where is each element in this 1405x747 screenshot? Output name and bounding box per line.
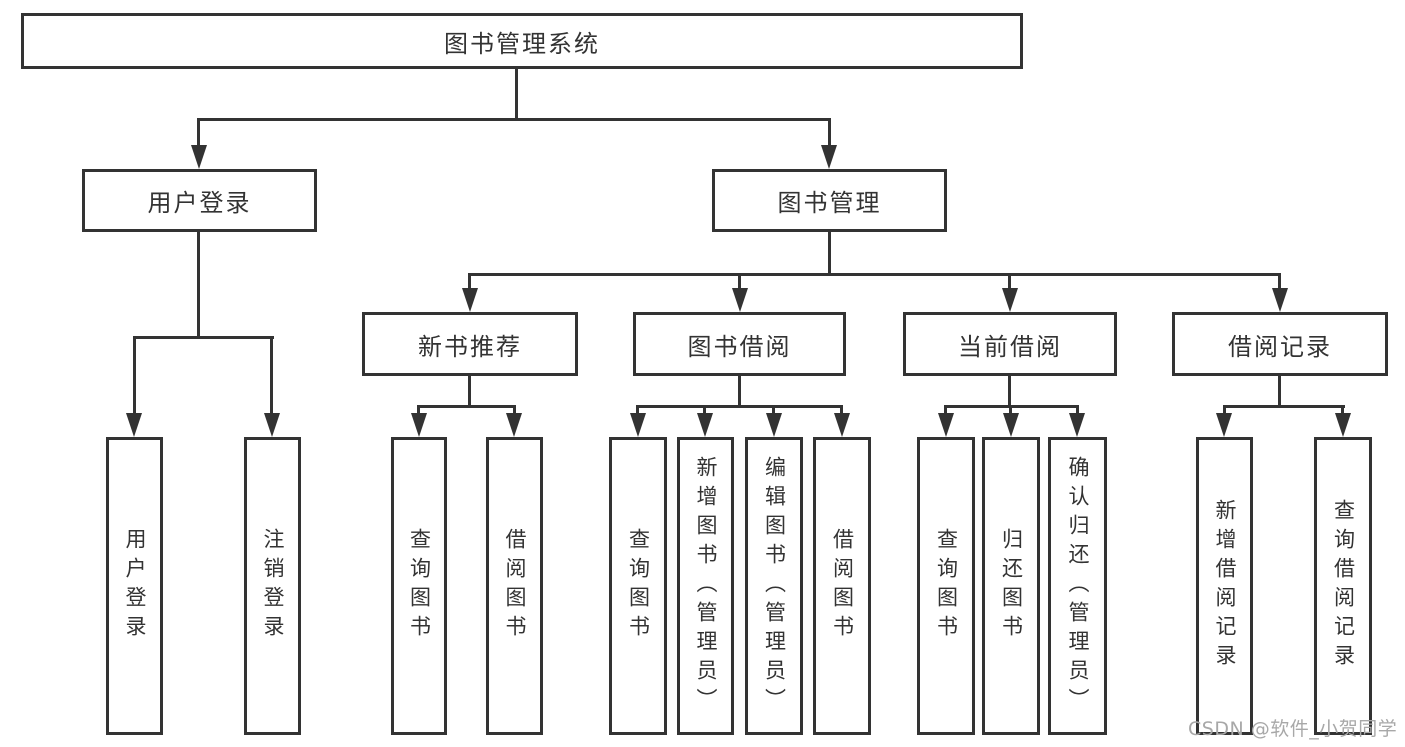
arrow-down-icon [506, 413, 522, 437]
node-label: 新增借阅记录 [1213, 499, 1237, 673]
connector-to-leaf-user-login [133, 336, 136, 416]
leaf-query-books-recommend: 查询图书 [391, 437, 447, 735]
arrow-down-icon [938, 413, 954, 437]
connector-to-new-book [468, 273, 471, 290]
node-book-management: 图书管理 [712, 169, 947, 232]
connector-leaf [1009, 405, 1012, 416]
node-current-borrow: 当前借阅 [903, 312, 1117, 376]
node-label: 查询图书 [407, 528, 432, 644]
connector-book-management-split [468, 273, 1281, 276]
connector-root-stem [515, 69, 518, 118]
arrow-down-icon [1272, 288, 1288, 312]
node-library-management-system: 图书管理系统 [21, 13, 1023, 69]
arrow-down-icon [126, 413, 142, 437]
connector-leaf [772, 405, 775, 416]
connector-to-book-borrow [738, 273, 741, 290]
leaf-confirm-return-admin: 确认归还（管理员） [1048, 437, 1107, 735]
node-label: 新书推荐 [418, 332, 522, 361]
node-label: 编辑图书（管理员） [762, 455, 787, 717]
connector-root-split [197, 118, 831, 121]
connector-borrow-records-split [1223, 405, 1345, 408]
connector-book-management-stem [828, 232, 831, 273]
connector-leaf [636, 405, 639, 416]
connector-current-borrow-stem [1008, 376, 1011, 405]
arrow-down-icon [697, 413, 713, 437]
connector-book-borrow-stem [738, 376, 741, 405]
connector-new-book-stem [468, 376, 471, 405]
node-label: 用户登录 [123, 528, 147, 644]
leaf-query-books-borrow: 查询图书 [609, 437, 667, 735]
arrow-down-icon [766, 413, 782, 437]
connector-new-book-split [417, 405, 516, 408]
node-label: 借阅记录 [1228, 332, 1332, 361]
connector-leaf [1341, 405, 1344, 416]
arrow-down-icon [630, 413, 646, 437]
arrow-down-icon [834, 413, 850, 437]
arrow-down-icon [1002, 288, 1018, 312]
node-label: 查询图书 [626, 528, 651, 644]
connector-borrow-records-stem [1278, 376, 1281, 405]
node-label: 归还图书 [999, 528, 1024, 644]
leaf-user-login: 用户登录 [106, 437, 163, 735]
connector-leaf [1076, 405, 1079, 416]
connector-leaf [1223, 405, 1226, 416]
connector-user-login-split [133, 336, 274, 339]
node-label: 借阅图书 [503, 528, 527, 644]
connector-user-login-stem [197, 232, 200, 336]
node-label: 图书管理系统 [444, 29, 600, 58]
leaf-edit-book-admin: 编辑图书（管理员） [745, 437, 803, 735]
arrow-down-icon [264, 413, 280, 437]
node-label: 新增图书（管理员） [694, 455, 718, 717]
arrow-down-icon [732, 288, 748, 312]
node-user-login: 用户登录 [82, 169, 317, 232]
node-label: 借阅图书 [830, 528, 855, 644]
connector-leaf [944, 405, 947, 416]
connector-leaf [703, 405, 706, 416]
node-label: 查询图书 [934, 528, 959, 644]
csdn-watermark: CSDN @软件_小贺同学 [1188, 718, 1398, 740]
connector-to-leaf-logout [270, 336, 273, 416]
node-label: 用户登录 [147, 189, 252, 217]
leaf-add-borrow-record: 新增借阅记录 [1196, 437, 1253, 735]
arrow-down-icon [1003, 413, 1019, 437]
connector-leaf [417, 405, 420, 416]
arrow-down-icon [1069, 413, 1085, 437]
leaf-query-books-current: 查询图书 [917, 437, 975, 735]
node-label: 图书借阅 [687, 332, 792, 361]
connector-leaf [840, 405, 843, 416]
node-borrow-records: 借阅记录 [1172, 312, 1388, 376]
arrow-down-icon [1216, 413, 1232, 437]
arrow-down-icon [462, 288, 478, 312]
connector-to-borrow-records [1278, 273, 1281, 290]
node-book-borrow: 图书借阅 [633, 312, 846, 376]
leaf-logout: 注销登录 [244, 437, 301, 735]
arrow-down-icon [191, 145, 207, 169]
node-label: 当前借阅 [958, 332, 1062, 361]
leaf-add-book-admin: 新增图书（管理员） [677, 437, 734, 735]
connector-to-current-borrow [1008, 273, 1011, 290]
connector-to-book-management [828, 118, 831, 148]
arrow-down-icon [821, 145, 837, 169]
connector-leaf [513, 405, 516, 416]
node-label: 确认归还（管理员） [1066, 455, 1090, 717]
connector-book-borrow-split [636, 405, 843, 408]
node-label: 查询借阅记录 [1331, 499, 1356, 673]
arrow-down-icon [1335, 413, 1351, 437]
leaf-query-borrow-record: 查询借阅记录 [1314, 437, 1372, 735]
leaf-return-book: 归还图书 [982, 437, 1040, 735]
connector-to-user-login [197, 118, 200, 148]
node-new-book-recommend: 新书推荐 [362, 312, 578, 376]
node-label: 图书管理 [777, 189, 882, 217]
leaf-borrow-books: 借阅图书 [813, 437, 871, 735]
leaf-borrow-books-recommend: 借阅图书 [486, 437, 543, 735]
arrow-down-icon [411, 413, 427, 437]
node-label: 注销登录 [261, 528, 285, 644]
